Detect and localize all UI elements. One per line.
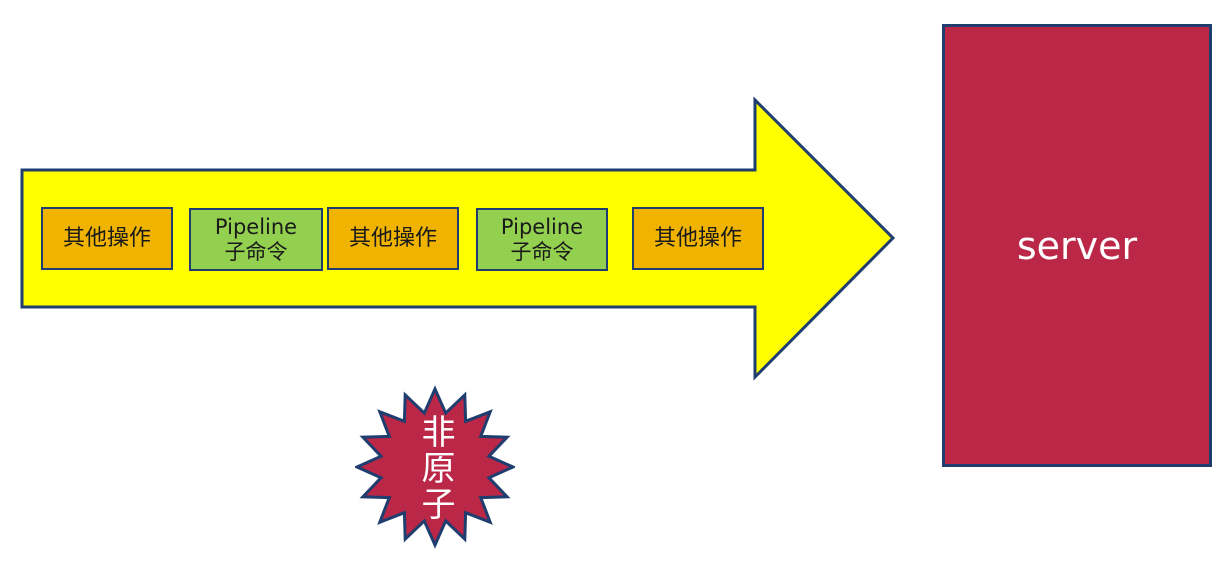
op-box-other-3: 其他操作 [632,207,764,270]
non-atomic-starburst: 非原子 [353,385,517,550]
server-label: server [1016,223,1138,268]
op-box-other-1: 其他操作 [41,207,173,270]
starburst-shape [353,385,517,549]
starburst-text-wrap: 非原子 [355,385,515,550]
starburst-label: 非原子 [415,413,456,522]
starburst-polygon [353,385,517,549]
op-label: 其他操作 [348,225,437,251]
op-label-line-2: 子命令 [224,239,288,264]
op-label-line-1: Pipeline [500,215,584,240]
op-box-pipeline-1: Pipeline 子命令 [189,208,323,271]
op-box-pipeline-2: Pipeline 子命令 [476,208,608,271]
op-label: 其他操作 [653,225,742,251]
op-label-line-1: Pipeline [214,215,298,240]
op-box-other-2: 其他操作 [327,207,459,270]
server-box: server [942,24,1212,467]
op-label-line-2: 子命令 [510,239,574,264]
op-label: 其他操作 [62,225,151,251]
